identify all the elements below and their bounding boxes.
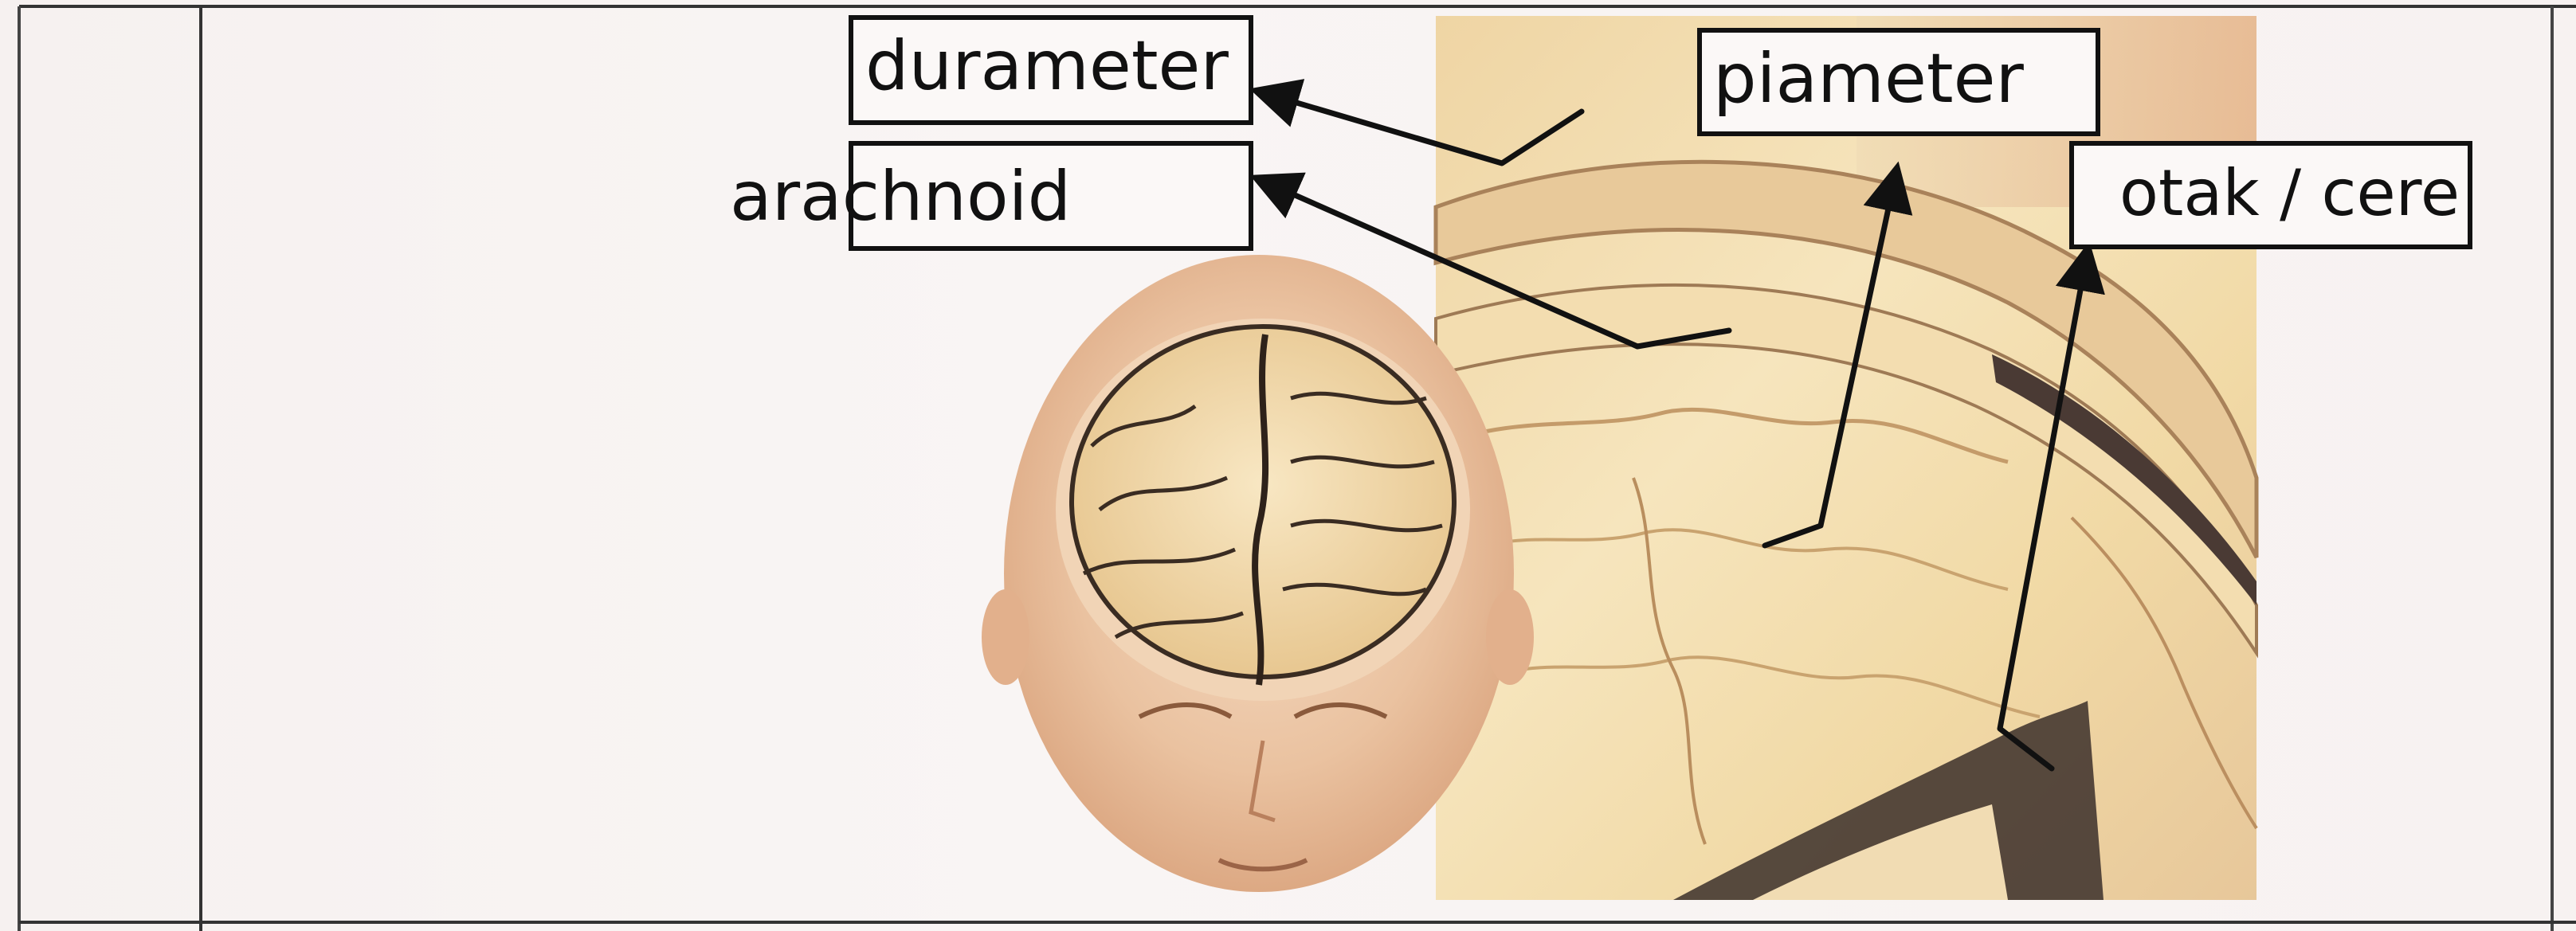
label-durameter: durameter xyxy=(851,18,1251,123)
label-otak-text: otak / cere xyxy=(2119,156,2460,230)
label-otak: otak / cere xyxy=(2072,143,2470,247)
label-piameter: piameter xyxy=(1700,30,2098,134)
label-piameter-text: piameter xyxy=(1713,39,2024,119)
label-durameter-text: durameter xyxy=(865,26,1229,106)
label-arachnoid: arachnoid xyxy=(730,143,1251,248)
label-arachnoid-text: arachnoid xyxy=(730,157,1071,237)
